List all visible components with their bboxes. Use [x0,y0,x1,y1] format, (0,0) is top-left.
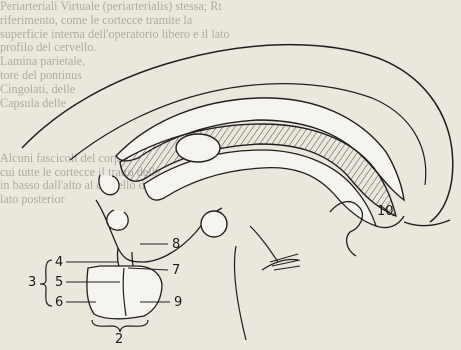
label-2: 2 [115,333,123,346]
label-9: 9 [174,296,182,309]
occipital-lower-contour [404,220,450,226]
label-4: 4 [55,256,63,269]
brainstem-contour [234,226,298,340]
bracket-3 [40,260,52,306]
label-6: 6 [55,296,63,309]
septum-loop [99,175,119,195]
label-8: 8 [172,238,180,251]
thalamus-oval [176,134,220,162]
bracket-2 [92,320,148,332]
label-5: 5 [55,276,63,289]
mammillary-body [201,211,227,237]
label-7: 7 [172,264,180,277]
label-3: 3 [28,276,36,289]
label-10: 10 [377,205,394,218]
pituitary-outline [87,266,162,319]
